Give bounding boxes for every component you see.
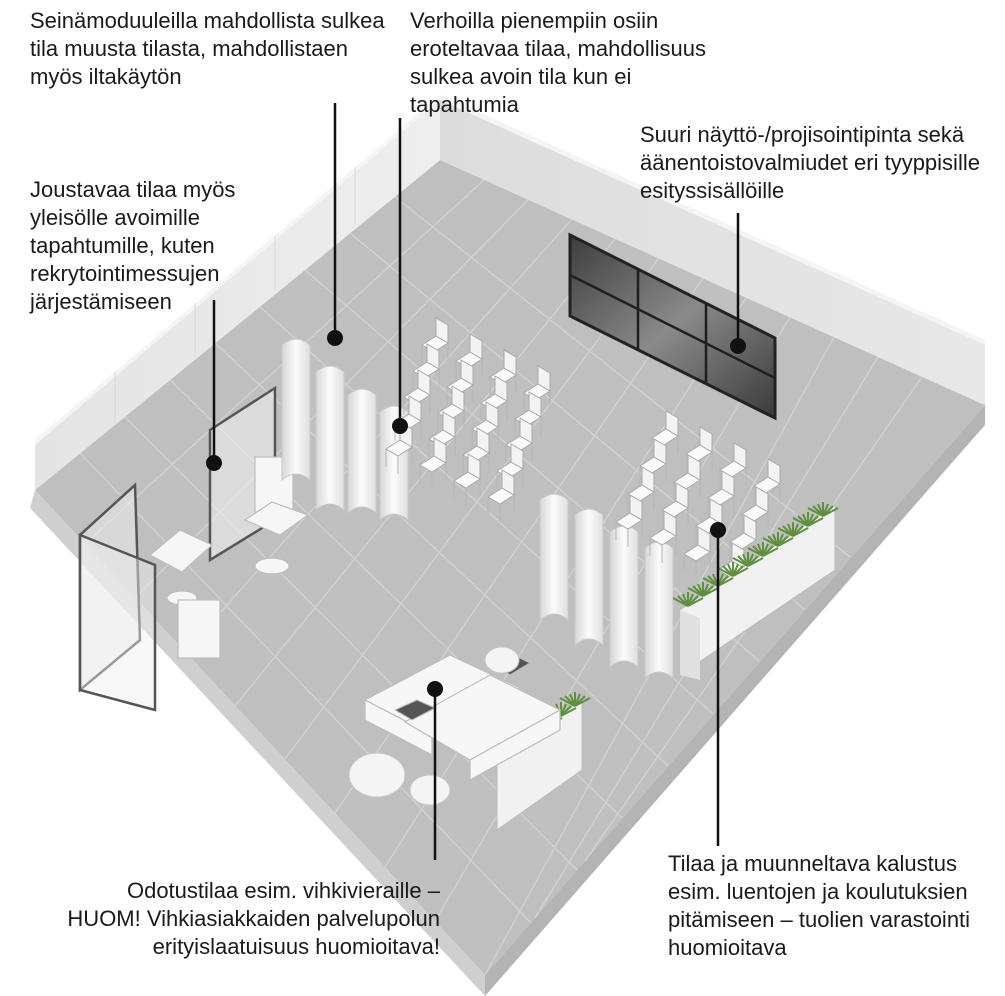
callout-screen: Suuri näyttö-/projisointipinta sekä ääne… (640, 122, 980, 203)
chair (453, 453, 481, 506)
chair (683, 526, 711, 579)
chair (487, 469, 515, 522)
callout-wall-modules: Seinämoduuleilla mahdollista sulkea tila… (30, 8, 385, 89)
plant (747, 542, 779, 557)
chair (419, 437, 447, 490)
plant (807, 502, 839, 517)
chair (673, 454, 701, 507)
waiting-area-sofa (363, 654, 562, 782)
chair (523, 365, 551, 418)
callout-furniture: Tilaa ja muunneltava kalustus esim. luen… (668, 851, 971, 960)
plant (717, 562, 749, 577)
event-furniture (148, 456, 310, 659)
callout-flexible-space: Joustavaa tilaa myös yleisölle avoimille… (30, 177, 236, 314)
chair (753, 458, 781, 511)
callout-curtains: Verhoilla pienempiin osiin eroteltavaa t… (410, 8, 706, 117)
chair (651, 410, 679, 463)
chair-rows-right (615, 410, 781, 595)
plant (762, 532, 794, 547)
walls (35, 95, 985, 490)
projection-screen (568, 232, 777, 421)
poufs (348, 646, 520, 806)
chair-rows-left (385, 317, 551, 522)
plant (559, 692, 591, 707)
plant (777, 522, 809, 537)
curtains-right (539, 493, 674, 680)
glass-wall-modules (78, 385, 277, 712)
leader-lines (212, 103, 740, 860)
chair (741, 486, 769, 539)
plant (687, 582, 719, 597)
leader-dots (206, 330, 746, 697)
chair (685, 426, 713, 479)
chair (649, 510, 677, 563)
plant (792, 512, 824, 527)
callout-waiting-area: Odotustilaa esim. vihkivieraille – HUOM!… (67, 878, 440, 959)
curtains-left (281, 338, 409, 522)
plant (672, 592, 704, 607)
chair (615, 494, 643, 547)
plant (732, 552, 764, 567)
